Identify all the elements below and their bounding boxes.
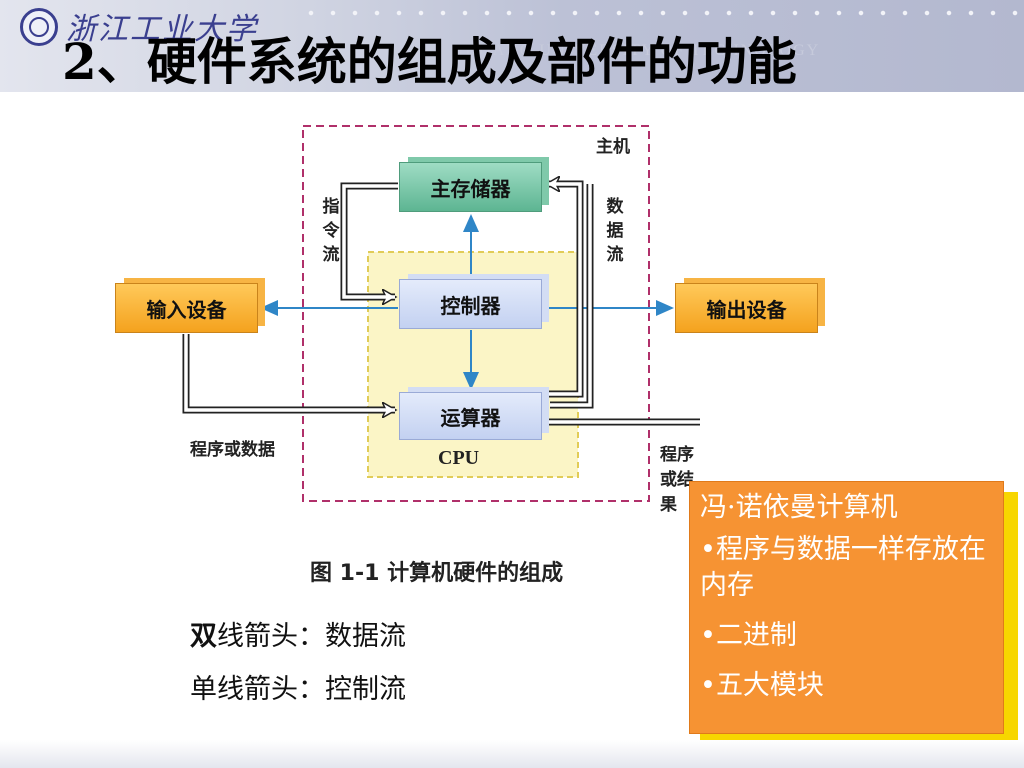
figure-caption: 图 1-1 计算机硬件的组成 — [310, 561, 564, 586]
footer-band — [0, 740, 1024, 768]
note-heading: 冯·诺依曼计算机 — [700, 492, 898, 523]
data-flow-label: 数据流 — [606, 197, 624, 265]
program-or-data-label: 程序或数据 — [190, 440, 275, 460]
legend-single-line: 单线箭头：控制流 — [190, 674, 406, 705]
input-to-alu-arrow — [182, 334, 395, 410]
program-or-result-label: 程序或结果 — [660, 445, 694, 515]
controller-box: 控制器 — [399, 279, 542, 329]
note-list: 程序与数据一样存放在内存 二进制 五大模块 — [700, 532, 993, 704]
note-item-stored-program: 程序与数据一样存放在内存 — [700, 532, 993, 604]
legend-double-key: 双 — [190, 621, 217, 652]
host-boundary — [302, 125, 650, 502]
alu-to-output-arrow — [546, 418, 700, 426]
output-device-box: 输出设备 — [675, 283, 818, 333]
alu-box: 运算器 — [399, 392, 542, 440]
von-neumann-note: 冯·诺依曼计算机 程序与数据一样存放在内存 二进制 五大模块 — [689, 481, 1004, 734]
slide-title: 2、硬件系统的组成及部件的功能 — [62, 32, 797, 91]
instruction-flow-arrow — [340, 182, 398, 297]
alu-to-memory-data-arrow — [546, 184, 584, 398]
legend-double-text: 线箭头：数据流 — [217, 621, 406, 652]
cpu-label: CPU — [438, 447, 480, 469]
header-banner — [0, 0, 1024, 92]
hardware-diagram: 主存储器 控制器 运算器 输入设备 输出设备 主机 指令流 数据流 程序或数据 … — [0, 100, 818, 600]
university-english-watermark: ZHEJIANG UNIVERSITY OF TECHNOLOGY — [440, 42, 821, 59]
university-seal-icon — [20, 8, 58, 46]
main-memory-box: 主存储器 — [399, 162, 542, 212]
seal-inner-ring — [29, 17, 49, 37]
header-dot-pattern — [300, 6, 1020, 20]
legend-double-line: 双线箭头：数据流 — [190, 614, 406, 653]
instruction-flow-label: 指令流 — [322, 197, 340, 265]
university-name: 浙江工业大学 — [66, 12, 258, 47]
memory-to-alu-data-arrow — [550, 184, 594, 409]
diagram-connectors — [182, 125, 700, 502]
note-item-five-modules: 五大模块 — [700, 668, 993, 704]
note-item-binary: 二进制 — [700, 618, 993, 654]
input-device-box: 输入设备 — [115, 283, 258, 333]
host-label: 主机 — [596, 137, 630, 157]
